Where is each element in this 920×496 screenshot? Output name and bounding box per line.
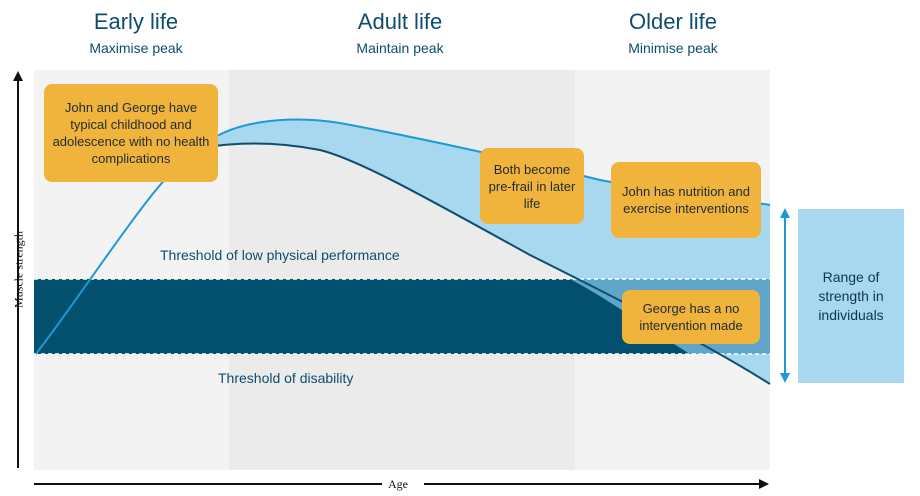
y-axis-label: Muscle strength <box>11 231 26 308</box>
phase-title-older: Older life <box>628 9 718 34</box>
callout-george: George has a no intervention made <box>622 290 760 344</box>
callout-john: John has nutrition and exercise interven… <box>611 162 761 238</box>
phase-subtitle-adult: Maintain peak <box>356 40 444 56</box>
callout-prefrail: Both become pre-frail in later life <box>480 148 584 224</box>
threshold-disability-label: Threshold of disability <box>218 370 354 386</box>
threshold-low-performance-label: Threshold of low physical performance <box>160 247 400 263</box>
phase-title-adult: Adult life <box>357 9 443 34</box>
x-axis-label: Age <box>388 477 408 491</box>
range-of-strength-box: Range of strength in individuals <box>798 209 904 383</box>
phase-subtitle-early: Maximise peak <box>89 40 183 56</box>
phase-subtitle-older: Minimise peak <box>628 40 718 56</box>
callout-childhood: John and George have typical childhood a… <box>44 84 218 182</box>
phase-title-early: Early life <box>93 9 179 34</box>
